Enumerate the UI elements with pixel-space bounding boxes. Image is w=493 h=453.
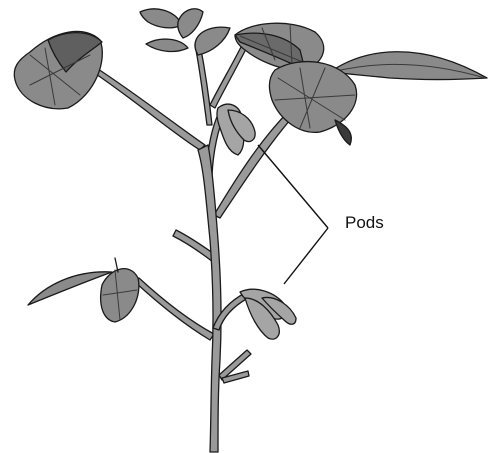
right-long-leaf (330, 52, 487, 80)
left-upper-leaf-stalk (90, 65, 205, 150)
lower-pods (240, 289, 296, 339)
main-stem (198, 145, 221, 452)
far-left-thin-leaf (28, 272, 112, 305)
leader-line-upper (258, 145, 328, 228)
left-lower-leaf-stalk (135, 278, 214, 340)
lower-left-leaf (101, 258, 139, 322)
right-large-leaf (269, 62, 356, 145)
top-right-branch (210, 45, 247, 108)
top-branch (195, 44, 212, 125)
pods-label: Pods (345, 214, 384, 231)
pods-leader-lines (258, 145, 328, 284)
upper-pods (217, 104, 255, 155)
leader-line-lower (284, 228, 328, 284)
top-leaves-cluster (140, 9, 230, 55)
upper-left-leaf (14, 31, 102, 108)
